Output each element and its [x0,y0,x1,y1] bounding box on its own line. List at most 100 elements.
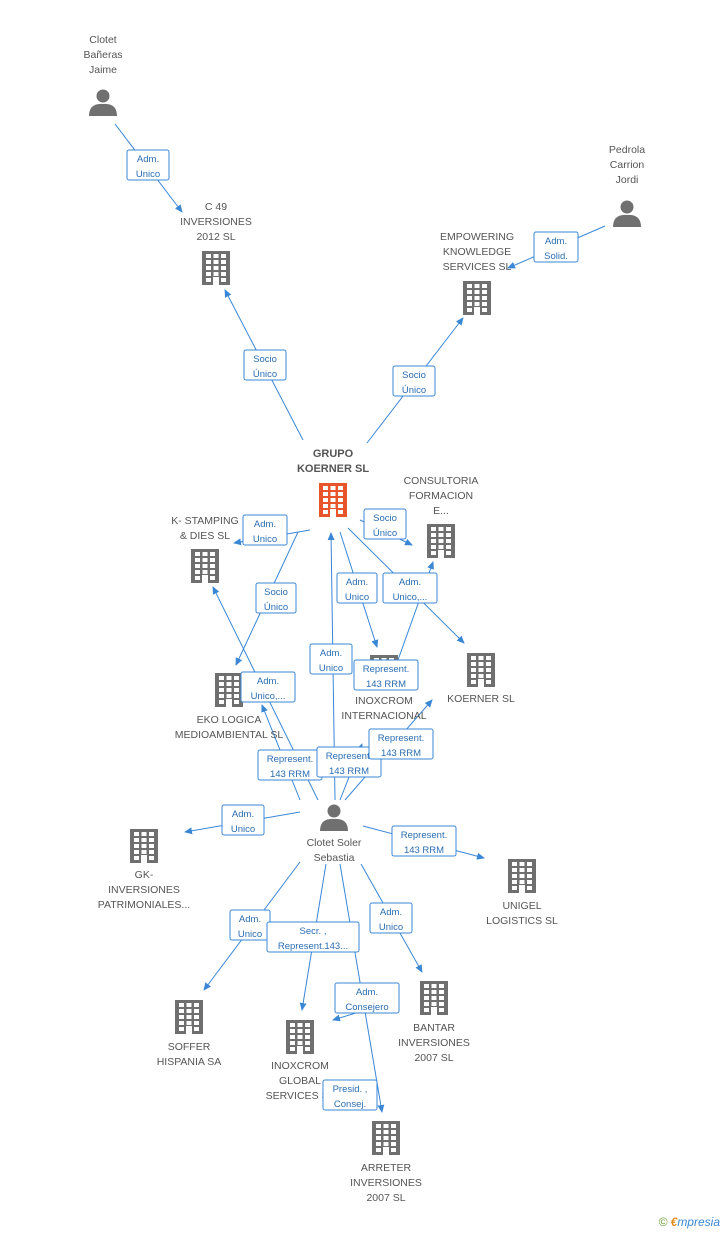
edge-label-text: Unico [238,929,262,940]
building-icon [508,859,536,893]
node-label: EKO LOGICA [197,714,262,726]
edge-label-box [255,582,297,614]
edges-layer [114,123,606,1113]
building-icon [130,829,158,863]
edge-label-text: Unico [231,824,255,835]
edge-label-text: Presid. , [333,1084,368,1095]
edge-label-text: Adm. [257,676,279,687]
node-label: INVERSIONES [398,1037,470,1049]
node-label: HISPANIA SA [157,1056,222,1068]
node-label: K- STAMPING [171,515,238,527]
node-label: E... [433,505,449,517]
node-label: C 49 [205,201,227,213]
edge-label-8[interactable]: Adm.Unico,... [382,572,438,604]
edge-label-text: Socio [253,354,277,365]
edge-label-text: 143 RRM [270,769,310,780]
edge-label-16[interactable]: Represent.143 RRM [391,825,457,857]
edge-label-text: 143 RRM [381,748,421,759]
node-label: INVERSIONES [350,1177,422,1189]
node-label: FORMACION [409,490,473,502]
node-label: PATRIMONIALES... [98,899,190,911]
edge-label-text: Secr. , [300,926,327,937]
edge-label-17[interactable]: Adm.Unico [229,909,271,941]
node-label: KOERNER SL [447,693,515,705]
edge-label-14[interactable]: Represent.143 RRM [368,728,434,760]
edge-label-box [368,728,434,760]
edge-label-20[interactable]: Adm.Consejero [334,982,400,1014]
node-label: Jaime [89,64,117,76]
edge-label-15[interactable]: Adm.Unico [221,804,265,836]
edge-label-text: Único [373,528,397,539]
edge-label-text: Consej. [334,1099,366,1110]
node-label: Clotet [89,34,117,46]
edge-label-13[interactable]: Represent.143 RRM [316,746,382,778]
node-koerner[interactable]: KOERNER SL [447,653,515,705]
node-label: Sebastia [314,852,355,864]
edge-label-text: Adm. [320,648,342,659]
edge-label-10[interactable]: Represent.143 RRM [353,659,419,691]
edge-label-12[interactable]: Represent.143 RRM [257,749,323,781]
building-icon [463,281,491,315]
building-icon [467,653,495,687]
brand-name: mpresia [677,1215,720,1229]
edge-label-0[interactable]: Adm.Unico [126,149,170,181]
edge-label-11[interactable]: Adm.Unico,... [240,671,296,703]
building-icon [191,549,219,583]
building-icon [215,673,243,707]
node-label: GRUPO [313,448,354,460]
node-kstamping[interactable]: K- STAMPING& DIES SL [171,515,239,583]
edge-label-18[interactable]: Secr. ,Represent.143... [266,921,360,953]
edge-label-box [316,746,382,778]
node-label: 2007 SL [366,1192,405,1204]
edge-label-text: Represent. [326,751,372,762]
empresia-watermark: ©€mpresia [659,1215,720,1229]
node-label: INVERSIONES [180,216,252,228]
node-label: Carrion [610,159,645,171]
edge-label-text: Unico [319,663,343,674]
building-icon [175,1000,203,1034]
edge-label-1[interactable]: Adm.Solid. [533,231,579,263]
edge-label-19[interactable]: Adm.Unico [369,902,413,934]
edge-label-text: 143 RRM [404,845,444,856]
edge-label-box [363,508,407,540]
building-icon [202,251,230,285]
node-consultoria[interactable]: CONSULTORIAFORMACIONE... [404,475,479,558]
edge-label-text: Represent. [363,664,409,675]
edge-label-text: Adm. [346,577,368,588]
building-icon [286,1020,314,1054]
edge-label-box [322,1079,378,1111]
edge-label-4[interactable]: Adm.Unico [242,514,288,546]
edge-label-box [353,659,419,691]
edge-label-7[interactable]: Adm.Unico [336,572,378,604]
node-gk[interactable]: GK-INVERSIONESPATRIMONIALES... [98,829,190,911]
node-label: INOXCROM [355,695,413,707]
edge-label-box [533,231,579,263]
node-label: UNIGEL [502,900,541,912]
person-icon [89,89,117,116]
edge-label-9[interactable]: Adm. Unico [309,643,353,675]
edge-label-box [382,572,438,604]
edge-label-box [126,149,170,181]
edge-label-text: Unico,... [393,592,428,603]
edge-label-21[interactable]: Presid. , Consej. [322,1079,378,1111]
edge-label-box [391,825,457,857]
